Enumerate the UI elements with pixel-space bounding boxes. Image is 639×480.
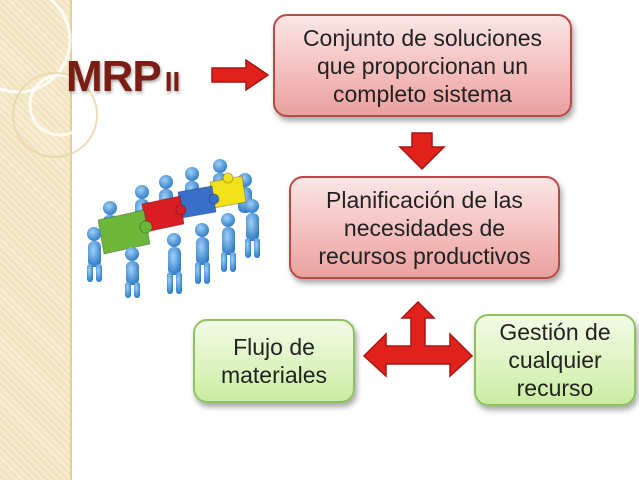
puzzle-team-illustration <box>87 159 260 298</box>
box-conjunto-soluciones: Conjunto de soluciones que proporcionan … <box>273 14 572 117</box>
box-flujo-materiales: Flujo de materiales <box>193 319 355 403</box>
arrow-right-icon <box>211 58 270 92</box>
box-flujo-materiales-text: Flujo de materiales <box>220 334 328 388</box>
box-gestion-recurso: Gestión de cualquier recurso <box>474 314 636 406</box>
three-way-arrow-icon <box>362 300 474 378</box>
title-main: MRP <box>66 52 162 101</box>
box-planificacion-necesidades: Planificación de las necesidades de recu… <box>289 176 560 279</box>
box-conjunto-soluciones-text: Conjunto de soluciones que proporcionan … <box>302 24 543 107</box>
box-planificacion-necesidades-text: Planificación de las necesidades de recu… <box>318 186 531 269</box>
title-suffix: II <box>164 66 181 97</box>
decorative-band <box>0 0 72 480</box>
arrow-down-icon <box>398 132 446 171</box>
box-gestion-recurso-text: Gestión de cualquier recurso <box>499 319 611 401</box>
